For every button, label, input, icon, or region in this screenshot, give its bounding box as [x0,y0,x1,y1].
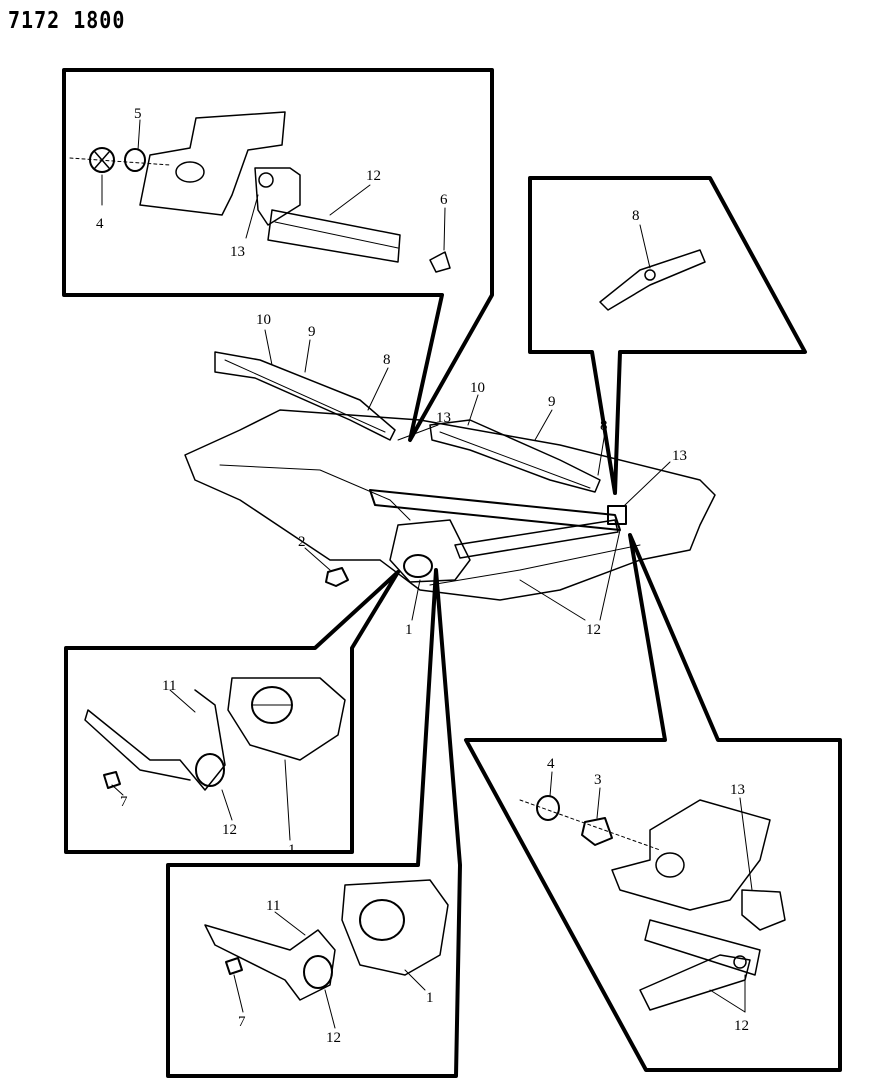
callout-tr-8: 8 [632,208,640,224]
tl-nut [89,147,115,173]
callout-tl-13: 13 [230,244,245,260]
callout-tl-6: 6 [440,192,448,208]
callout-main-12: 12 [586,622,601,638]
callout-bl-12: 12 [326,1030,341,1046]
br-link-rod-lower [639,954,751,1011]
tl-bracket [139,111,286,216]
callout-tl-12: 12 [366,168,381,184]
tl-pivot [254,167,301,226]
bl-crank-pivot [303,955,333,989]
inset-bottom-left-frame [166,568,462,1078]
bl-nut [225,957,243,975]
inset-top-right-frame [528,176,807,495]
callout-tl-4: 4 [96,216,104,232]
secondary-linkage-rod [454,519,619,559]
inset-bottom-right-frame [464,533,842,1072]
br-bracket [611,799,771,911]
inset-mid-left-frame [64,570,400,854]
inset-top-left-frame [62,68,494,442]
callout-br-13: 13 [730,782,745,798]
nut-2 [325,567,349,587]
ml-motor-housing [227,677,346,761]
callout-main-9b: 9 [548,394,556,410]
callout-br-3: 3 [594,772,602,788]
bl-motor-housing [341,879,449,976]
callout-ml-11: 11 [162,678,176,694]
callout-bl-11: 11 [266,898,280,914]
ml-crank-pivot [195,753,225,787]
ml-crank-arm [84,689,226,791]
tl-washer [124,148,146,172]
br-link-rod-upper [644,919,761,976]
callout-br-4: 4 [547,756,555,772]
callout-main-10b: 10 [470,380,485,396]
tl-link-rod [267,209,401,263]
right-wiper-blade [429,419,601,493]
callout-bl-1: 1 [426,990,434,1006]
callout-main-13a: 13 [436,410,451,426]
callout-main-9a: 9 [308,324,316,340]
callout-main-2: 2 [298,534,306,550]
left-wiper-blade [214,351,396,441]
br-bushing [581,817,613,846]
callout-main-1: 1 [405,622,413,638]
tl-clip [429,251,451,273]
br-nut [536,795,560,821]
bl-crank-arm [204,924,336,1001]
callout-main-13b: 13 [672,448,687,464]
callout-ml-7: 7 [120,794,128,810]
document-code: 7172 1800 [8,6,126,34]
callout-ml-12: 12 [222,822,237,838]
tr-blade-arm [599,249,706,311]
br-bracket-hole [655,852,685,878]
callout-main-8b: 8 [600,418,608,434]
callout-ml-1: 1 [288,842,296,858]
tl-bracket-hole [175,161,205,183]
br-pivot [741,889,786,931]
callout-bl-7: 7 [238,1014,246,1030]
ml-nut [103,771,121,789]
callout-main-8a: 8 [383,352,391,368]
bl-motor-shaft [359,899,405,941]
callout-br-12: 12 [734,1018,749,1034]
callout-tl-5: 5 [134,106,142,122]
wiper-motor [389,519,471,583]
callout-main-10a: 10 [256,312,271,328]
